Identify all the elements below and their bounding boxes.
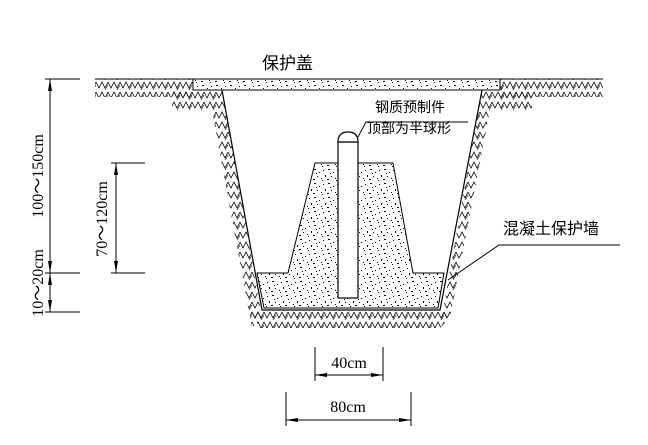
steel-part-label-line2: 顶部为半球形: [367, 121, 451, 137]
steel-part-leader: [357, 121, 468, 138]
dim-base-thickness-label: 10～20cm: [30, 249, 47, 317]
dim-top-width-label: 40cm: [331, 355, 367, 372]
dim-top-width: [314, 347, 384, 381]
dim-post-height: [111, 162, 145, 274]
dim-total-depth: [45, 78, 80, 274]
concrete-wall-label: 混凝土保护墙: [503, 219, 599, 238]
steel-part-label-line1: 钢质预制件: [375, 100, 445, 116]
dim-post-height-label: 70～120cm: [94, 181, 111, 257]
dim-bottom-width-label: 80cm: [330, 399, 366, 416]
dim-bottom-width: [285, 392, 412, 426]
cover-label: 保护盖: [262, 54, 313, 74]
dim-total-depth-label: 100～150cm: [30, 134, 47, 218]
dim-base-thickness: [45, 273, 80, 313]
concrete-wall-leader: [447, 244, 620, 281]
steel-post: [337, 131, 359, 299]
pit-outline: [221, 89, 483, 311]
ground-soil: [95, 78, 603, 328]
protective-cover: [192, 78, 501, 91]
